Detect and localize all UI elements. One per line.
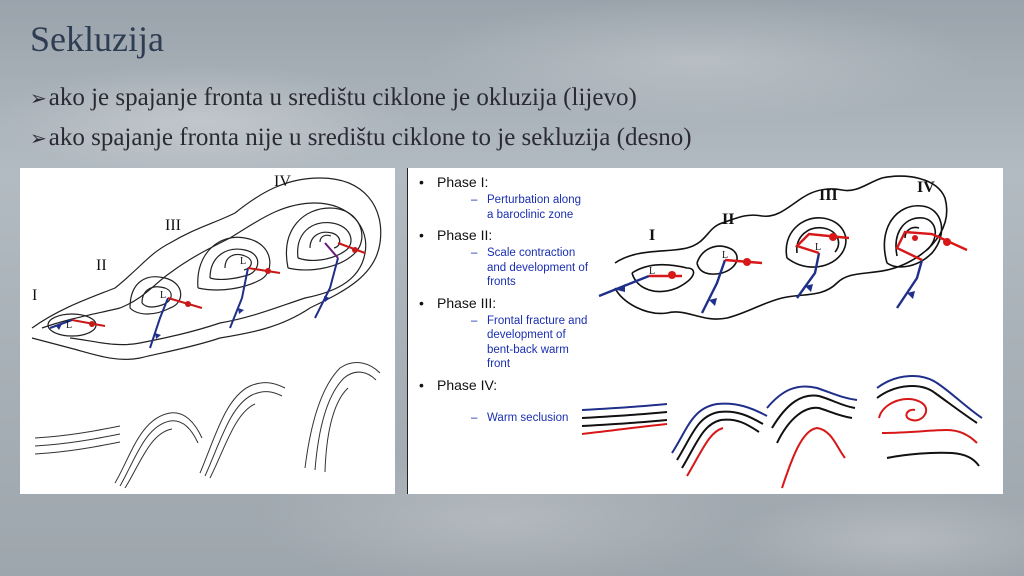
- phase-label: Phase II:: [437, 227, 493, 243]
- phase-list: Phase I: Perturbation along a baroclinic…: [415, 174, 590, 430]
- phase-detail: Frontal fracture and development of bent…: [437, 314, 590, 372]
- bullet-list: ➢ako je spajanje fronta u središtu ciklo…: [30, 80, 692, 160]
- stage-label: I: [649, 227, 655, 244]
- phase-detail: Scale contraction and development of fro…: [437, 246, 590, 290]
- phase-item: Phase III: Frontal fracture and developm…: [415, 295, 590, 372]
- stage-label: IV: [917, 179, 935, 196]
- low-pressure-marker: L: [240, 256, 246, 267]
- stage-label: II: [722, 211, 734, 228]
- occlusion-diagram: L L L I II III IV: [31, 173, 382, 489]
- seclusion-figure: Phase I: Perturbation along a baroclinic…: [407, 168, 1003, 494]
- slide-title: Sekluzija: [30, 19, 164, 59]
- arrowhead-bullet-icon: ➢: [30, 86, 47, 110]
- seclusion-diagram: L L L I II III IV: [581, 175, 983, 489]
- low-pressure-marker: L: [66, 320, 72, 331]
- stage-label: I: [32, 287, 37, 304]
- stage-label: III: [819, 187, 838, 204]
- low-pressure-marker: L: [815, 242, 821, 253]
- figure-divider: [407, 168, 408, 494]
- phase-item: Phase I: Perturbation along a baroclinic…: [415, 174, 590, 222]
- phase-item: Phase II: Scale contraction and developm…: [415, 227, 590, 290]
- low-pressure-marker: L: [160, 290, 166, 301]
- phase-item: Phase IV: Warm seclusion: [415, 377, 590, 426]
- phase-label: Phase I:: [437, 174, 489, 190]
- occlusion-figure: L L L I II III IV: [20, 168, 395, 494]
- stage-label: IV: [274, 173, 291, 190]
- bullet-text: ako spajanje fronta nije u središtu cikl…: [48, 124, 692, 151]
- bullet-item: ➢ako je spajanje fronta u središtu ciklo…: [30, 80, 692, 120]
- low-pressure-marker: L: [722, 250, 728, 261]
- phase-label: Phase III:: [437, 294, 497, 311]
- low-pressure-marker: L: [649, 266, 655, 277]
- stage-label: III: [165, 217, 181, 234]
- bullet-item: ➢ako spajanje fronta nije u središtu cik…: [30, 120, 692, 160]
- phase-detail: Warm seclusion: [437, 411, 590, 426]
- bullet-text: ako je spajanje fronta u središtu ciklon…: [48, 84, 637, 111]
- stage-label: II: [96, 257, 107, 274]
- arrowhead-bullet-icon: ➢: [30, 126, 47, 150]
- phase-label: Phase IV:: [437, 376, 498, 393]
- phase-detail: Perturbation along a baroclinic zone: [437, 193, 590, 222]
